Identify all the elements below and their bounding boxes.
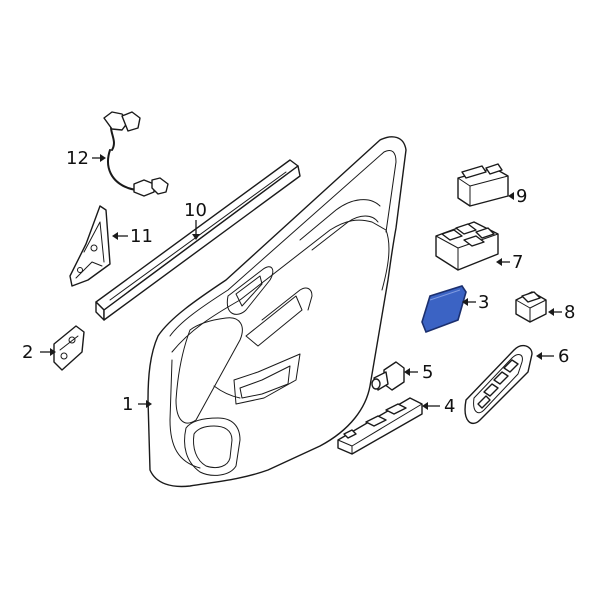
callout-6: 6 (558, 346, 569, 367)
callout-1: 1 (122, 394, 133, 415)
arrow-12 (100, 154, 106, 162)
arrow-6 (536, 352, 542, 360)
part-9-switch (457, 163, 509, 207)
part-11-corner-cover (69, 205, 111, 287)
arrow-8 (548, 308, 554, 316)
arrow-3 (462, 298, 468, 306)
part-8-small-switch (515, 291, 547, 323)
callout-8: 8 (564, 302, 575, 323)
part-1-door-trim-panel (147, 136, 407, 488)
callout-9: 9 (516, 186, 527, 207)
arrow-7 (496, 258, 502, 266)
callout-5: 5 (422, 362, 433, 383)
part-3-highlighted-pad (421, 285, 467, 334)
callout-3: 3 (478, 292, 489, 313)
arrow-4 (422, 402, 428, 410)
callout-11: 11 (130, 226, 153, 247)
arrow-1 (146, 400, 152, 408)
callout-4: 4 (444, 396, 455, 417)
callout-10: 10 (184, 200, 207, 221)
arrow-9 (508, 192, 514, 200)
part-5-bulb-socket (371, 361, 405, 391)
callout-numbers: 1 2 3 4 5 6 7 8 9 10 11 12 (22, 148, 575, 417)
part-7-window-switch (435, 221, 499, 271)
part-12-wire-harness (103, 111, 169, 197)
part-6-switch-panel (464, 344, 533, 425)
arrow-2 (50, 348, 56, 356)
arrow-10 (192, 234, 200, 240)
part-2-bracket (53, 325, 85, 371)
arrow-5 (404, 368, 410, 376)
arrow-11 (112, 232, 118, 240)
callout-12: 12 (66, 148, 89, 169)
callout-7: 7 (512, 252, 523, 273)
part-4-lamp-strip (337, 397, 423, 455)
leader-lines (40, 154, 562, 410)
callout-2: 2 (22, 342, 33, 363)
